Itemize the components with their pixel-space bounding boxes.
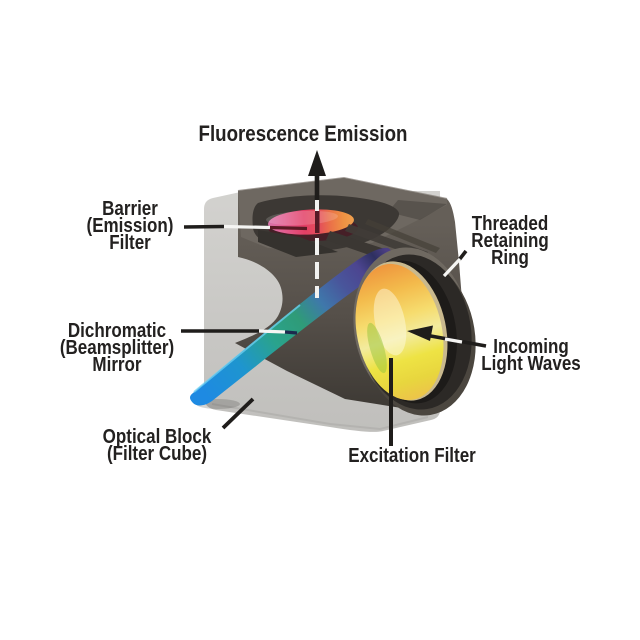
- label-threaded-retaining-ring: Threaded Retaining Ring: [471, 213, 549, 269]
- incoming-arrowhead: [407, 325, 433, 341]
- label-line: (Filter Cube): [106, 443, 208, 465]
- label-barrier-filter: Barrier (Emission) Filter: [86, 198, 174, 254]
- label-incoming-light-waves: Incoming Light Waves: [481, 336, 581, 375]
- label-line: Fluorescence Emission: [198, 121, 408, 146]
- label-line: Dichromatic: [67, 320, 167, 342]
- label-line: (Beamsplitter): [59, 337, 175, 359]
- leader-threaded-ring: [442, 249, 468, 278]
- block-top-step: [388, 200, 447, 220]
- label-dichromatic-mirror: Dichromatic (Beamsplitter) Mirror: [59, 320, 175, 376]
- retaining-ring-assembly: [353, 247, 476, 416]
- label-line: Optical Block: [102, 426, 212, 448]
- emission-shaft: [314, 172, 320, 200]
- label-line: Filter: [109, 232, 151, 254]
- label-line: Ring: [491, 247, 529, 269]
- label-line: Mirror: [92, 354, 142, 376]
- mirror-edge-highlight: [193, 304, 301, 393]
- dichroic-mirror: [190, 247, 393, 406]
- label-line: Retaining: [471, 230, 549, 252]
- incoming-light-arrow: [407, 325, 487, 348]
- back-plate-bottom-edge: [211, 403, 429, 431]
- leader-optical-block: [221, 397, 255, 430]
- filter-highlight: [373, 288, 407, 356]
- emission-beam-dash: [315, 286, 319, 298]
- emission-beam-dash: [315, 262, 319, 279]
- internal-fin: [365, 219, 440, 253]
- filter-green-tint: [367, 322, 387, 374]
- emission-beam-dash: [315, 238, 319, 255]
- emission-arrow: [308, 150, 326, 298]
- label-excitation-filter: Excitation Filter: [348, 445, 476, 467]
- label-optical-block: Optical Block (Filter Cube): [102, 426, 212, 465]
- label-line: Excitation Filter: [348, 445, 476, 467]
- label-line: Threaded: [471, 213, 549, 235]
- label-line: Light Waves: [481, 353, 581, 375]
- barrier-filter-sheen: [266, 210, 338, 226]
- emission-beam-white: [315, 200, 319, 212]
- label-fluorescence-emission: Fluorescence Emission: [198, 121, 408, 146]
- label-line: Barrier: [102, 198, 158, 220]
- emission-beam-through-disc: [315, 211, 320, 233]
- emission-arrowhead: [308, 150, 326, 176]
- leader-barrier-filter: [183, 224, 308, 231]
- label-line: Incoming: [493, 336, 569, 358]
- leader-dichroic-mirror: [181, 329, 298, 335]
- label-line: (Emission): [86, 215, 174, 237]
